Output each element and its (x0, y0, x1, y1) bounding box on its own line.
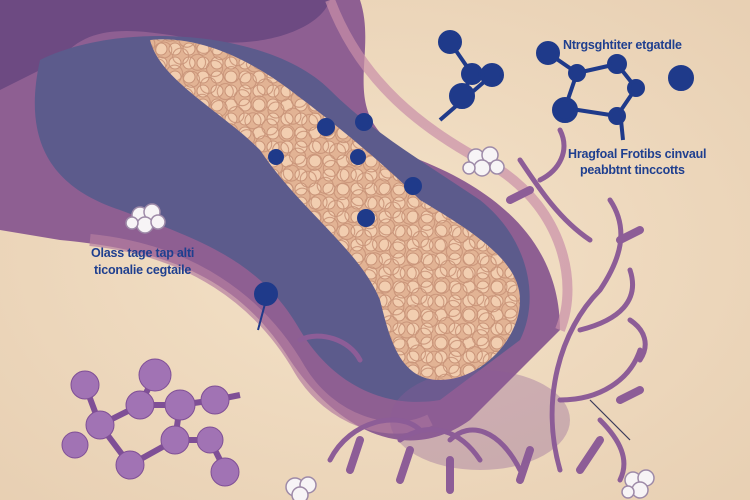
pointer-line (589, 399, 631, 441)
label-left-line2: ticonalie cegtaile (94, 263, 192, 277)
white-clusters (125, 146, 655, 500)
label-left-line1: Olass tage tap alti (91, 246, 195, 260)
label-right-line2: peabbtnt tinccotts (580, 163, 685, 177)
tube-rim-lower (89, 234, 433, 434)
coral-tissue (297, 127, 648, 494)
label-right-line1: Hragfoal Frotibs cinvaul (568, 147, 707, 161)
blue-molecule (254, 30, 694, 331)
organ-top (0, 0, 330, 90)
purple-molecule (61, 358, 241, 487)
label-top-right: Ntrgsghtiter etgatdle (563, 38, 682, 52)
coral-base (390, 370, 570, 470)
